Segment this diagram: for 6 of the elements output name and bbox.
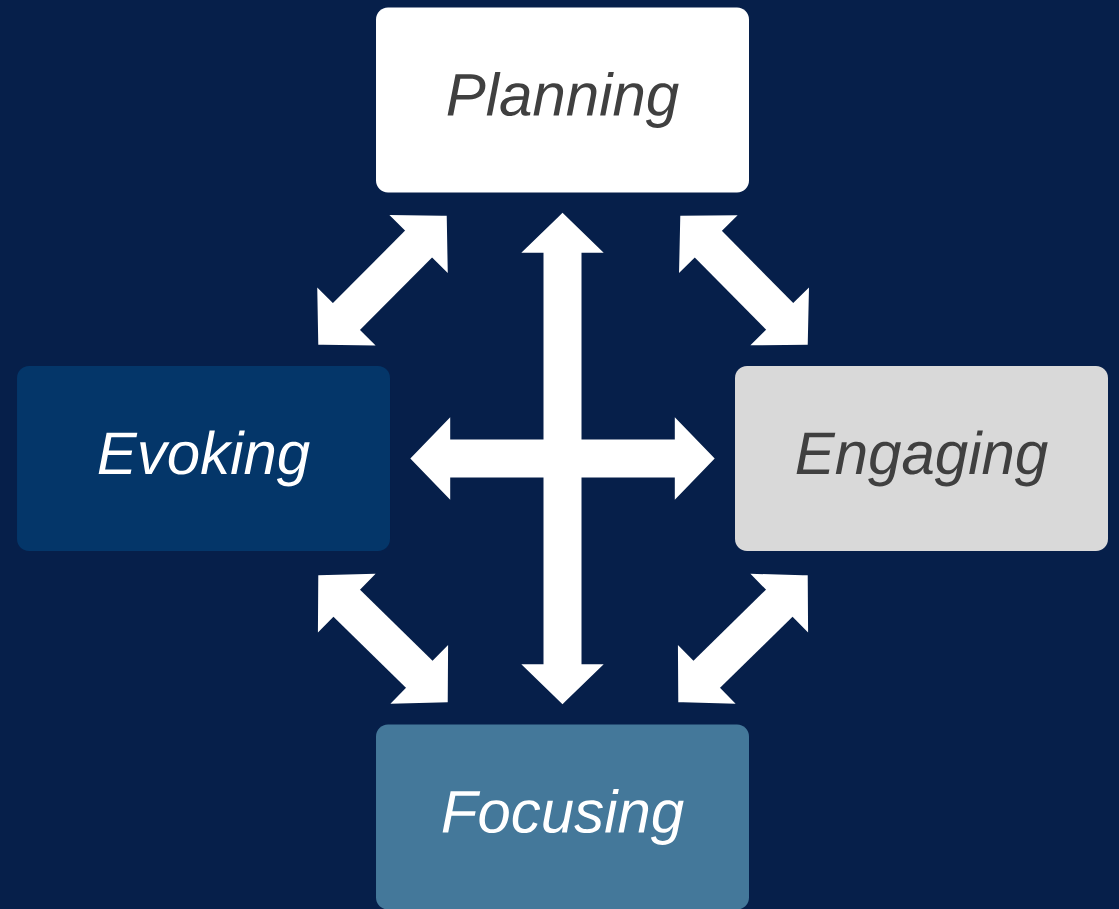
process-box: Focusing: [376, 724, 749, 909]
process-box: Evoking: [17, 366, 390, 551]
process-box: Engaging: [735, 366, 1108, 551]
double-arrow: [317, 214, 448, 346]
process-box: Planning: [376, 7, 749, 193]
double-arrow: [679, 215, 809, 346]
